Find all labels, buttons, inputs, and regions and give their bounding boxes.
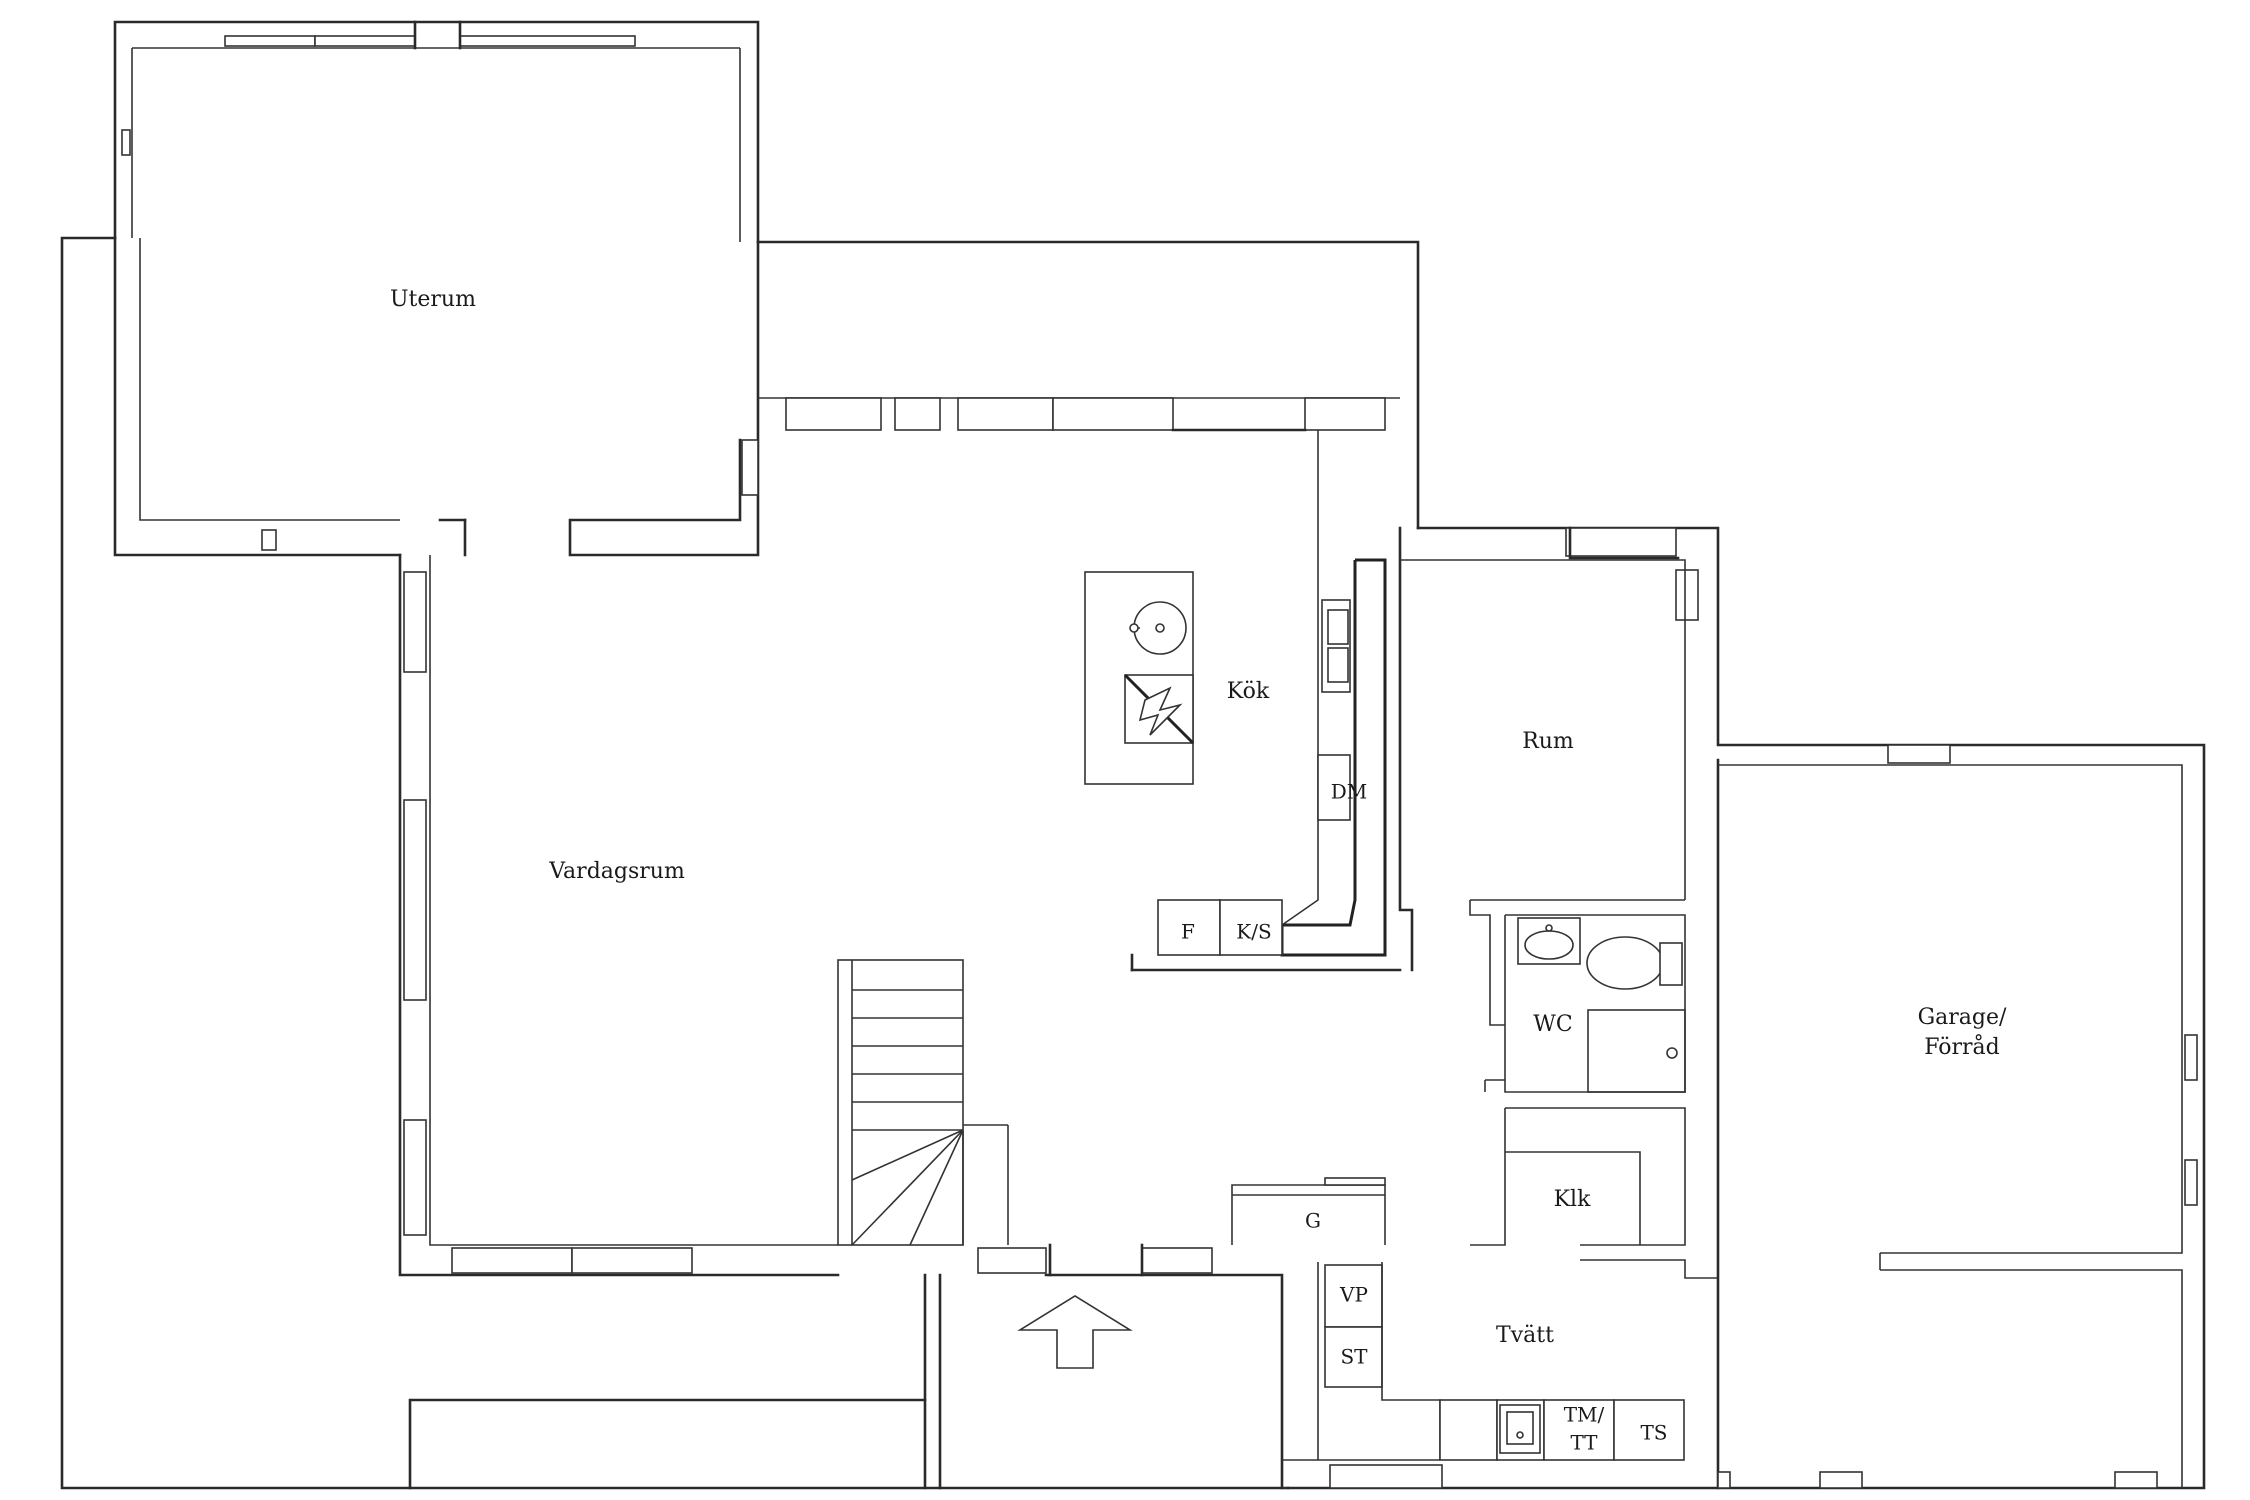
- label-garage-2: Förråd: [1924, 1033, 2000, 1060]
- label-tm-1: TM/: [1564, 1403, 1605, 1427]
- label-tm-2: TT: [1570, 1431, 1598, 1455]
- stove-icon: [1123, 673, 1195, 745]
- sink-icon: [1129, 601, 1187, 655]
- label-wc: WC: [1533, 1012, 1572, 1037]
- garage-walls: [1717, 764, 2183, 1489]
- toilet-icon: [1586, 936, 1683, 990]
- label-f: F: [1181, 920, 1195, 944]
- label-dm: DM: [1331, 780, 1368, 804]
- tvatt-sink-icon: [1499, 1404, 1541, 1454]
- fixture-labels: DM F K/S G VP ST TM/ TT TS: [1181, 780, 1667, 1455]
- staircase: [837, 959, 1009, 1246]
- label-vp: VP: [1339, 1283, 1368, 1307]
- label-tvatt: Tvätt: [1496, 1323, 1554, 1348]
- living-room-walls: [398, 518, 1213, 1277]
- entrance: [923, 1243, 1284, 1490]
- label-g: G: [1305, 1209, 1321, 1233]
- room-labels: Uterum Kök Vardagsrum Rum WC Garage/ För…: [390, 287, 2007, 1348]
- label-rum: Rum: [1522, 729, 1574, 754]
- kitchen-counters: [1130, 430, 1402, 972]
- entrance-arrow-icon: [1017, 1295, 1133, 1369]
- terrace: [408, 1398, 927, 1490]
- label-klk: Klk: [1554, 1187, 1591, 1212]
- label-kok: Kök: [1227, 679, 1270, 704]
- g-fixture: [1231, 1177, 1386, 1245]
- label-ts: TS: [1640, 1421, 1667, 1445]
- label-st: ST: [1340, 1345, 1368, 1369]
- right-rooms: [1282, 526, 1720, 1490]
- outer-walls: [60, 20, 2206, 1490]
- label-garage-1: Garage/: [1918, 1005, 2007, 1030]
- label-ks: K/S: [1236, 920, 1271, 944]
- label-uterum: Uterum: [390, 287, 476, 312]
- label-vardagsrum: Vardagsrum: [548, 859, 685, 884]
- kitchen-island: [1084, 571, 1195, 785]
- wc-sink-icon: [1517, 917, 1581, 965]
